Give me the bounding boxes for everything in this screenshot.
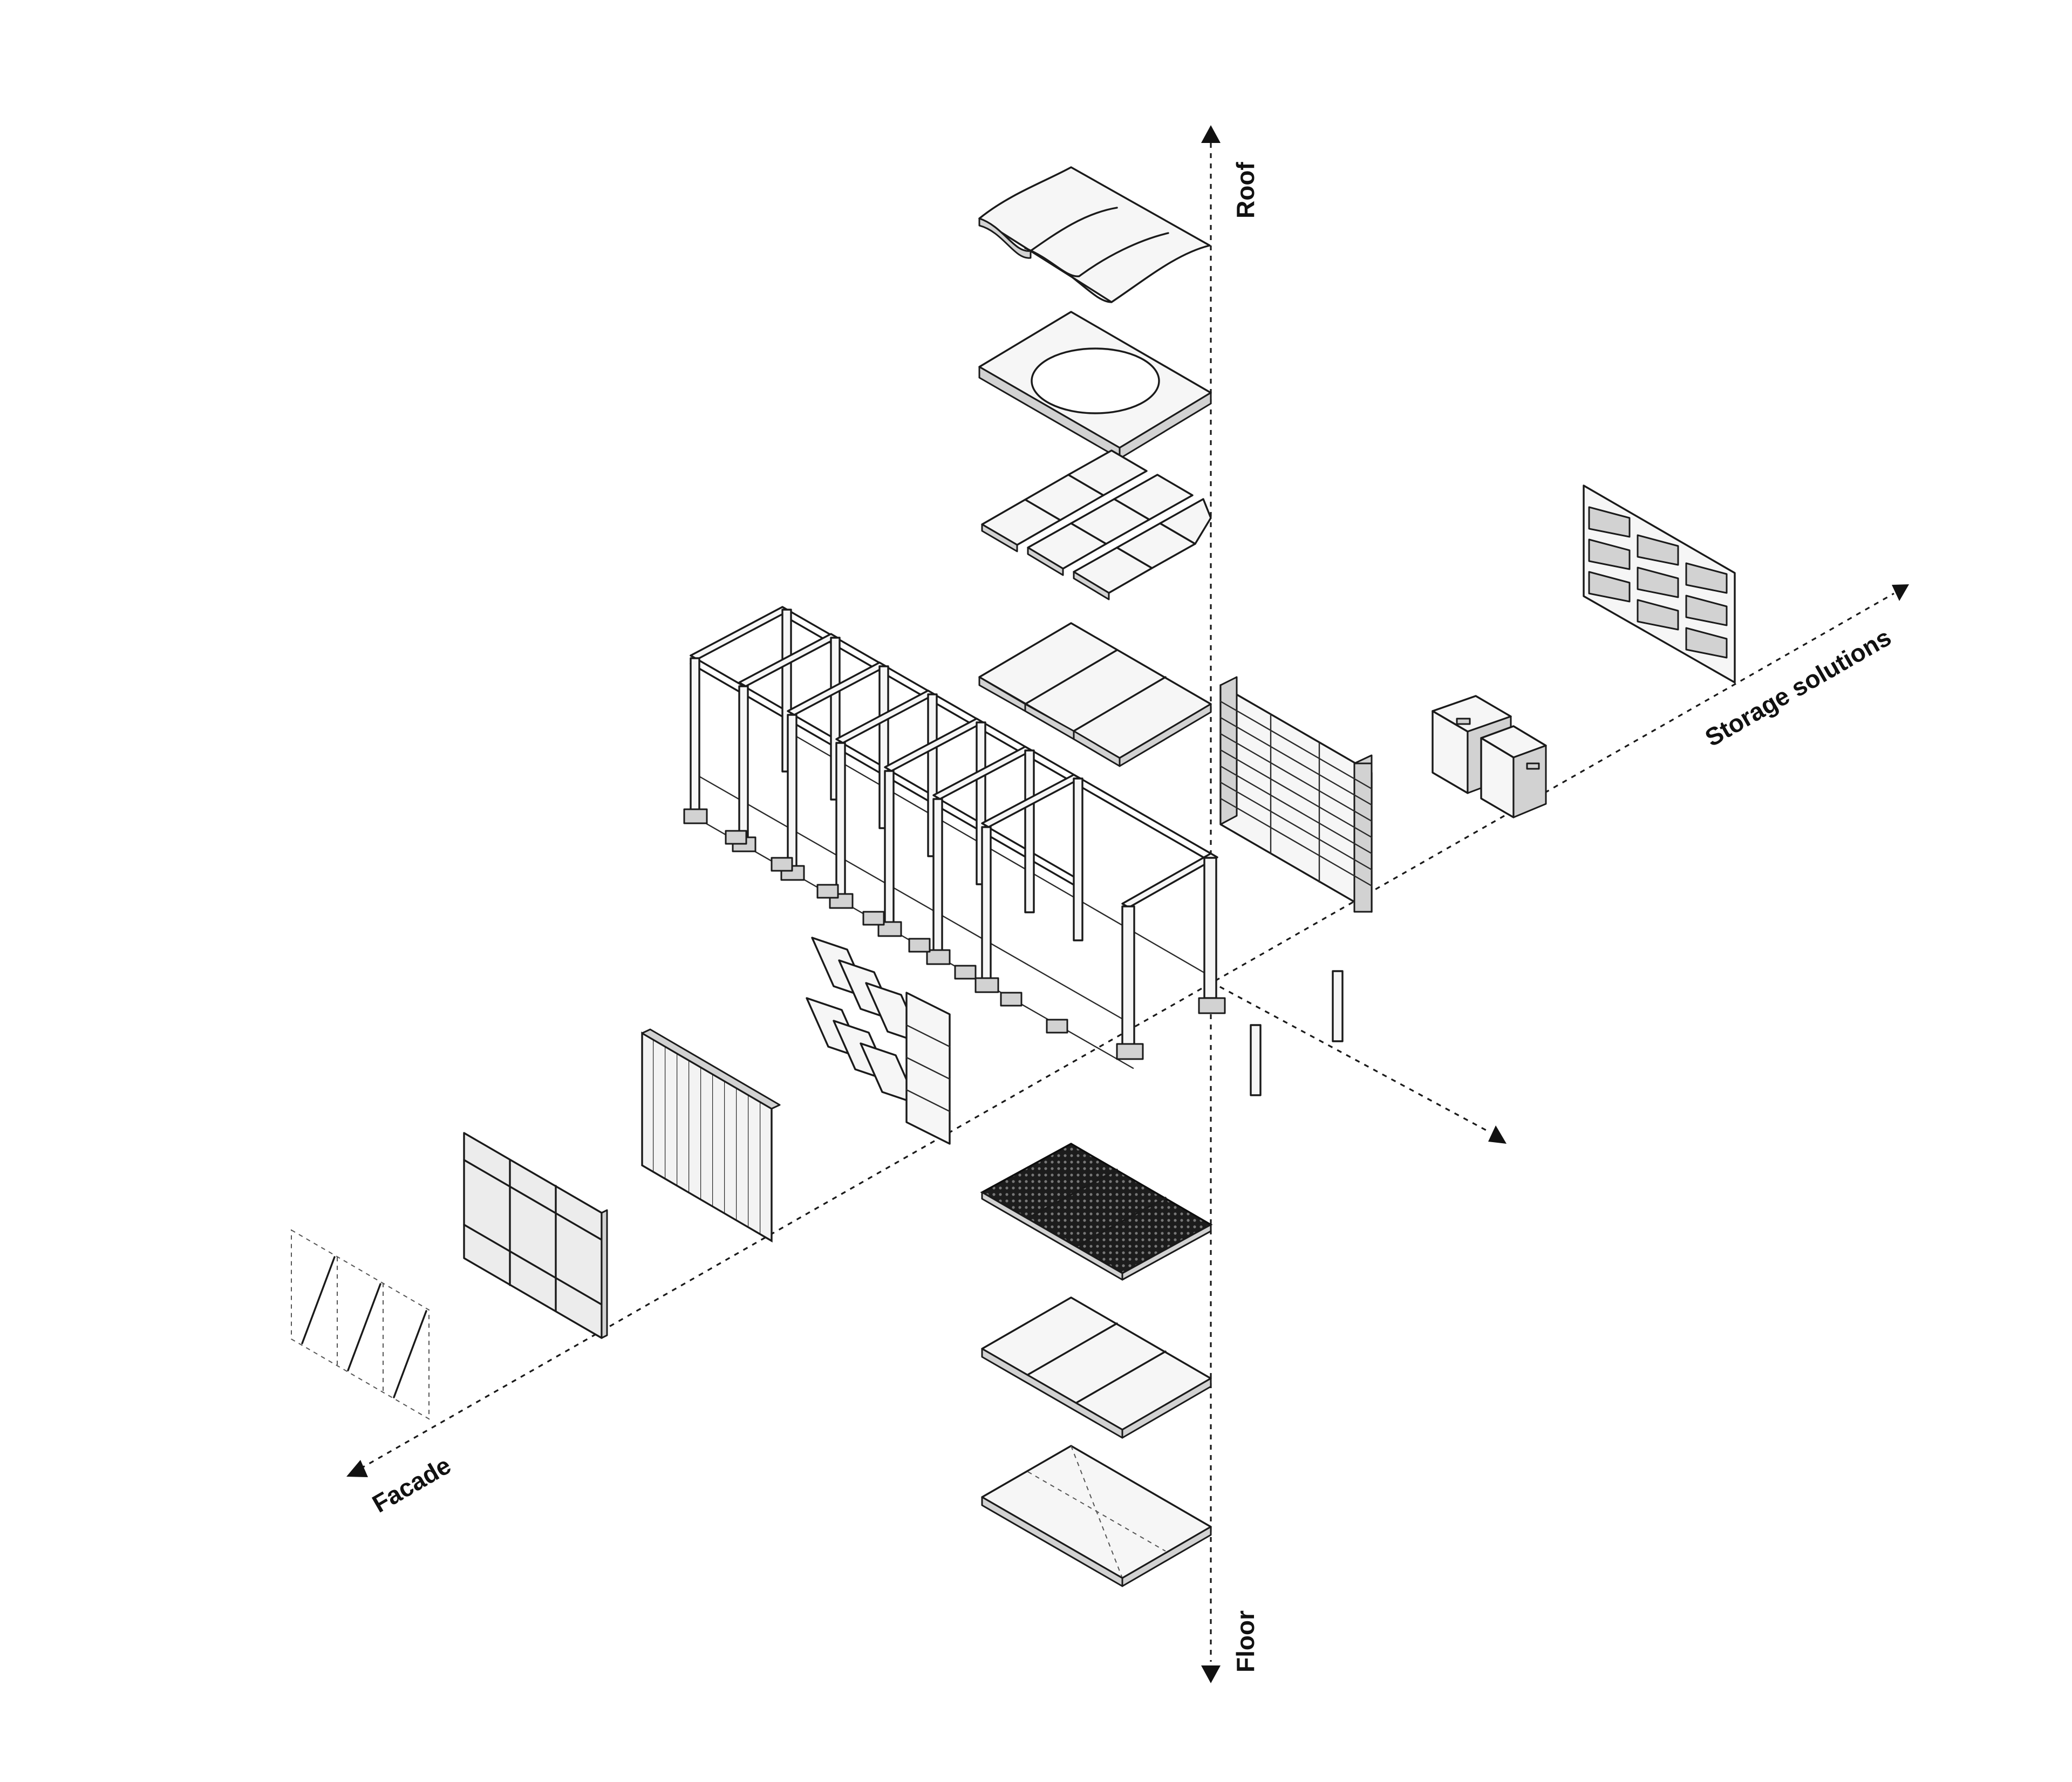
roof-curved-sheets [978, 166, 1211, 303]
floor-arrow-icon [1201, 1665, 1221, 1683]
facade-vertical-slats [641, 1028, 781, 1242]
floor-plates [981, 1296, 1212, 1439]
roof-label: Roof [1231, 162, 1259, 219]
roof-flat-plates [978, 622, 1212, 767]
floor-base-plate [981, 1445, 1212, 1587]
storage-shelving-unit [1219, 676, 1373, 913]
vertical-posts [1250, 970, 1344, 1096]
roof-plate-opening [978, 311, 1212, 460]
roof-tiled-panels [981, 449, 1212, 600]
pockets [1588, 506, 1728, 659]
storage-boxes [1432, 695, 1547, 818]
floor-label: Floor [1231, 1610, 1259, 1672]
facade-panel-grid [463, 1132, 608, 1339]
structural-frame [683, 606, 1226, 1069]
facade-label: Facade [367, 1451, 455, 1518]
front-footings [725, 830, 1068, 1034]
floor-grating [980, 1143, 1213, 1281]
diagonal-axis-line [1210, 981, 1490, 1133]
frame-bays [683, 606, 1226, 1060]
roof-arrow-icon [1201, 125, 1221, 143]
facade-bracing [291, 1229, 430, 1420]
axis-diagonal-right [1210, 981, 1507, 1144]
facade-tilted-panels [806, 937, 951, 1145]
storage-arrow-icon [1892, 584, 1909, 601]
facade-arrow-icon [346, 1460, 368, 1477]
diagonal-arrow-icon [1488, 1125, 1507, 1144]
shelves [1219, 700, 1373, 887]
storage-wall-organizer [1583, 484, 1736, 684]
